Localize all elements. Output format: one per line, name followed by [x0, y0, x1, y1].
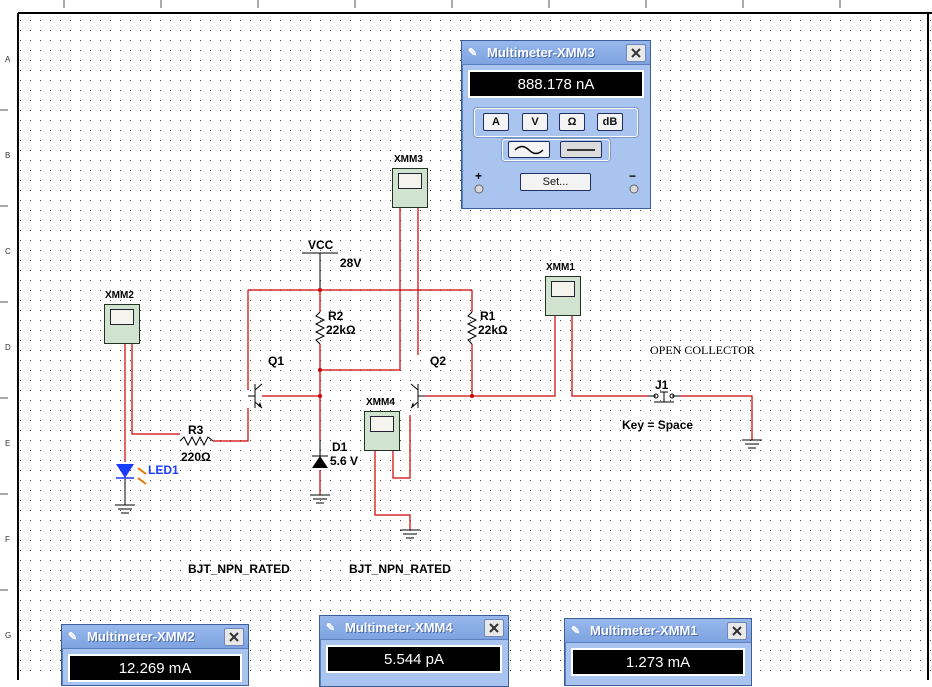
ruler-row-f: F: [5, 535, 10, 544]
d1-value: 5.6 V: [330, 454, 359, 468]
multimeter-xmm2-reading: 12.269 mA: [68, 654, 242, 682]
close-icon: [732, 625, 742, 636]
voltmeter-button[interactable]: V: [522, 113, 548, 131]
q2-model: BJT_NPN_RATED: [349, 562, 451, 576]
led-name: LED1: [148, 463, 179, 477]
ruler-row-b: B: [5, 151, 10, 160]
xmm3-instrument[interactable]: [392, 168, 428, 208]
close-button[interactable]: [224, 627, 244, 646]
ac-mode-button[interactable]: [508, 141, 550, 158]
vcc-label: VCC: [308, 238, 334, 252]
xmm1-instrument[interactable]: [545, 276, 581, 316]
multimeter-xmm2-title: Multimeter-XMM2: [87, 629, 195, 644]
multimeter-icon: ✎: [571, 624, 581, 637]
set-button[interactable]: Set...: [520, 173, 591, 191]
positive-terminal-icon[interactable]: [473, 183, 485, 195]
dc-line-icon: [567, 148, 595, 151]
close-icon: [631, 47, 641, 58]
r3-value: 220Ω: [181, 450, 211, 464]
close-button[interactable]: [727, 621, 747, 640]
multimeter-xmm4-reading: 5.544 pA: [326, 645, 502, 673]
ruler-row-d: D: [5, 343, 11, 352]
multimeter-xmm1-window[interactable]: ✎ Multimeter-XMM1 1.273 mA: [564, 618, 752, 686]
multimeter-xmm2-window[interactable]: ✎ Multimeter-XMM2 12.269 mA: [61, 624, 249, 686]
multimeter-xmm1-titlebar[interactable]: ✎ Multimeter-XMM1: [565, 619, 751, 643]
led-icon: [116, 464, 134, 478]
multimeter-xmm1-title: Multimeter-XMM1: [590, 623, 698, 638]
vcc-value: 28V: [340, 256, 362, 270]
xmm4-label: XMM4: [366, 397, 395, 408]
close-button[interactable]: [626, 43, 646, 62]
decibel-button[interactable]: dB: [597, 113, 623, 131]
multimeter-icon: ✎: [68, 630, 78, 643]
close-button[interactable]: [484, 618, 504, 637]
multimeter-icon: ✎: [468, 46, 478, 59]
r1-name: R1: [480, 309, 496, 323]
multimeter-xmm2-titlebar[interactable]: ✎ Multimeter-XMM2: [62, 625, 248, 649]
xmm2-label: XMM2: [105, 290, 134, 301]
ammeter-button[interactable]: A: [483, 113, 509, 131]
multimeter-xmm4-window[interactable]: ✎ Multimeter-XMM4 5.544 pA: [319, 615, 509, 687]
ruler-row-e: E: [5, 439, 10, 448]
j1-key: Key = Space: [622, 418, 694, 432]
xmm1-label: XMM1: [546, 262, 575, 273]
xmm2-instrument[interactable]: [104, 304, 140, 344]
r1-value: 22kΩ: [478, 323, 508, 337]
xmm4-instrument[interactable]: [364, 411, 400, 451]
multimeter-xmm3-window[interactable]: ✎ Multimeter-XMM3 888.178 nA A V Ω dB + …: [461, 40, 651, 209]
ac-wave-icon: [514, 145, 544, 154]
multimeter-xmm1-reading: 1.273 mA: [571, 648, 745, 676]
dc-mode-button[interactable]: [560, 141, 602, 158]
negative-terminal-icon[interactable]: [628, 183, 640, 195]
j1-name: J1: [655, 378, 669, 392]
close-icon: [489, 622, 499, 633]
open-collector-note: OPEN COLLECTOR: [650, 343, 755, 357]
multimeter-xmm3-reading: 888.178 nA: [468, 70, 644, 98]
wires: [124, 206, 753, 530]
ohmmeter-button[interactable]: Ω: [559, 113, 585, 131]
multimeter-xmm3-titlebar[interactable]: ✎ Multimeter-XMM3: [462, 41, 650, 65]
positive-terminal-label: +: [475, 169, 483, 183]
multimeter-xmm4-title: Multimeter-XMM4: [345, 620, 453, 635]
multimeter-icon: ✎: [326, 621, 336, 634]
multimeter-xmm4-titlebar[interactable]: ✎ Multimeter-XMM4: [320, 616, 508, 640]
r2-name: R2: [328, 309, 344, 323]
q1-name: Q1: [268, 354, 285, 368]
q2-name: Q2: [430, 354, 447, 368]
ruler-row-c: C: [5, 247, 11, 256]
r3-name: R3: [188, 423, 204, 437]
r2-value: 22kΩ: [326, 323, 356, 337]
xmm3-label: XMM3: [394, 154, 423, 165]
d1-name: D1: [332, 440, 348, 454]
close-icon: [229, 631, 239, 642]
ruler-row-a: A: [5, 55, 11, 64]
multimeter-xmm3-title: Multimeter-XMM3: [487, 45, 595, 60]
ruler-row-g: G: [5, 631, 11, 640]
negative-terminal-label: −: [629, 169, 637, 183]
q1-model: BJT_NPN_RATED: [188, 562, 290, 576]
